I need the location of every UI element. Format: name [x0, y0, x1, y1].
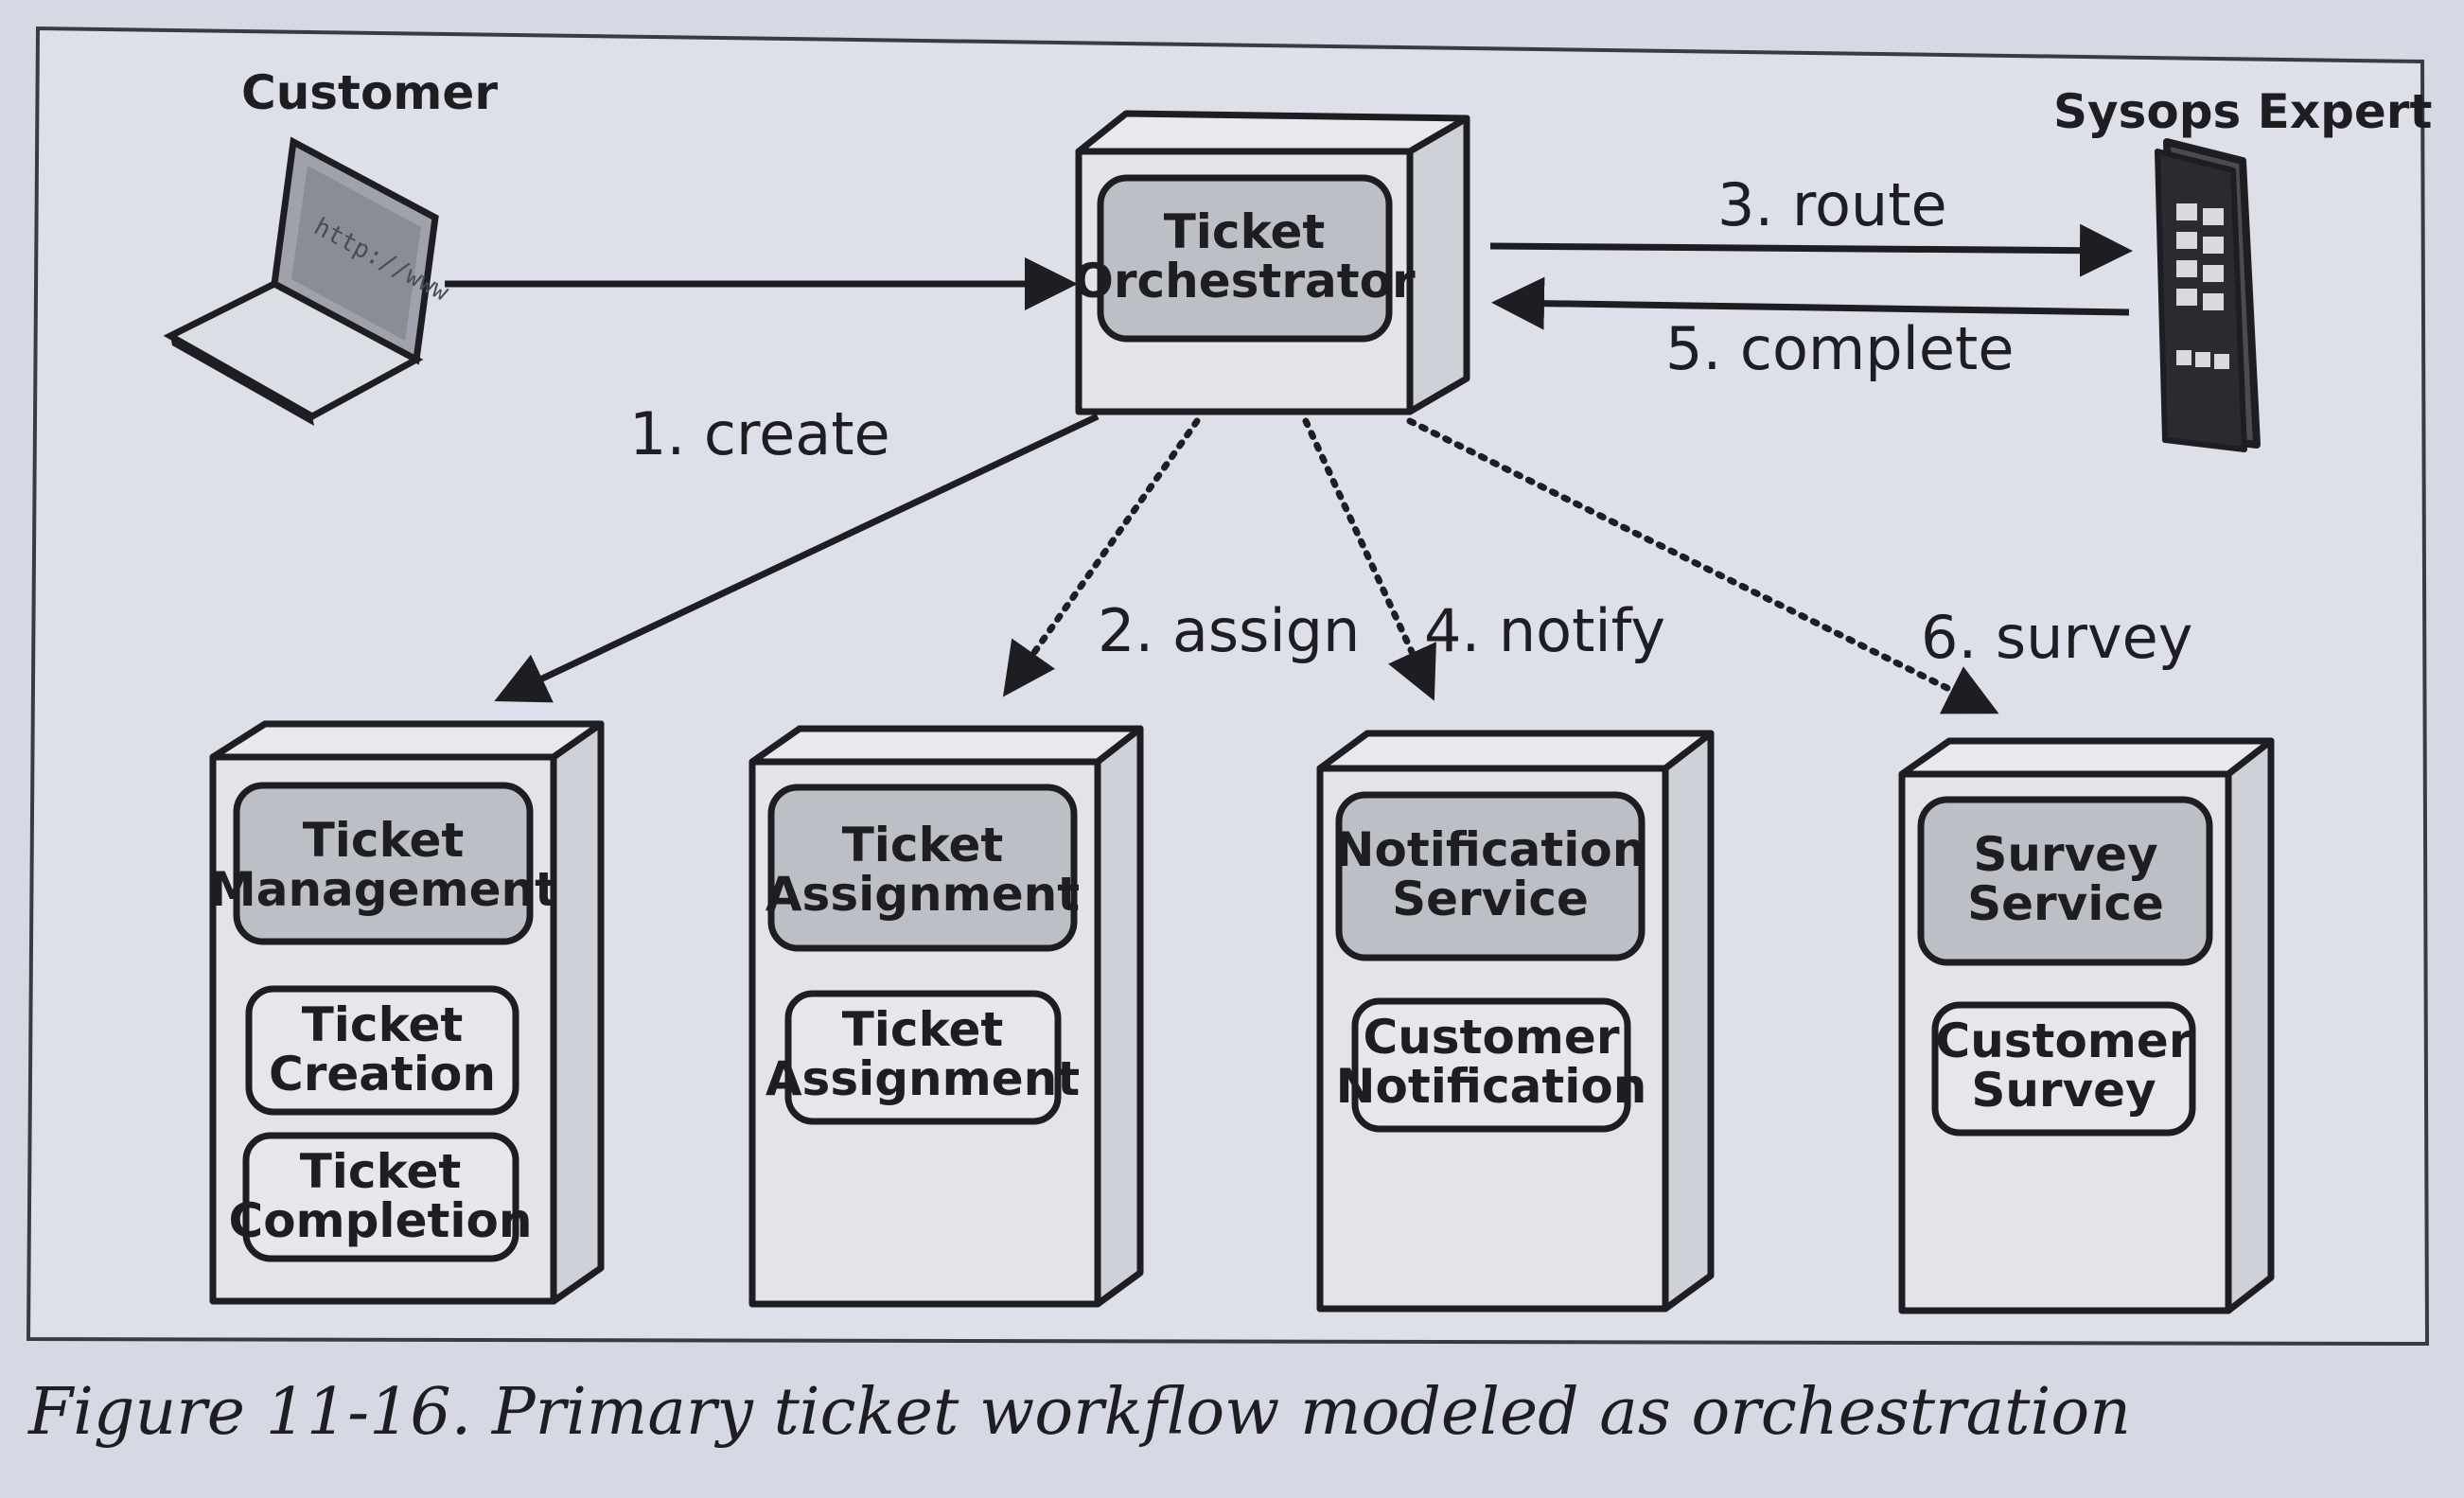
- customer-label: Customer: [241, 65, 498, 120]
- component-label-line2: Completion: [229, 1193, 533, 1248]
- component-ticket-assignment: [784, 990, 1062, 1125]
- component-customer-survey: [1931, 1001, 2196, 1137]
- component-label-line1: Ticket: [842, 1002, 1004, 1057]
- flow-label-assign: 2. assign: [1098, 596, 1360, 665]
- component-customer-notification: [1351, 997, 1631, 1133]
- service-title-line2: Service: [1392, 872, 1589, 926]
- component-label-line2: Notification: [1336, 1059, 1647, 1114]
- orchestrator-label-line2: Orchestrator: [1073, 254, 1416, 308]
- component-label-line2: Creation: [269, 1047, 496, 1101]
- service-title-line2: Assignment: [766, 867, 1080, 922]
- orchestrator-label-line1: Ticket: [1164, 204, 1326, 259]
- sysops-phone-icon: [2155, 138, 2261, 452]
- component-label-line1: Ticket: [300, 1144, 462, 1199]
- flow-label-notify: 4. notify: [1424, 596, 1665, 665]
- flow-label-complete: 5. complete: [1665, 314, 2014, 383]
- figure-caption: Figure 11-16. Primary ticket workflow mo…: [26, 1375, 2131, 1450]
- diagram-frame: [26, 26, 2430, 1347]
- sysops-label: Sysops Expert: [2053, 84, 2432, 139]
- service-title-line2: Service: [1967, 876, 2164, 931]
- component-label-line1: Customer: [1364, 1010, 1620, 1065]
- component-ticket-completion: [242, 1132, 519, 1262]
- complete-arrow: [1491, 276, 2130, 330]
- ticket-assignment-service: Ticket Assignment Ticket Assignment: [748, 725, 1144, 1308]
- customer-laptop-icon: http://www: [163, 136, 453, 426]
- ticket-management-service: Ticket Management Ticket Creation Ticket…: [209, 720, 605, 1305]
- route-arrow: [1489, 223, 2133, 277]
- service-title-line1: Survey: [1973, 827, 2157, 882]
- ticket-orchestrator-box: Ticket Orchestrator: [1073, 110, 1470, 415]
- component-label-line1: Customer: [1936, 1013, 2192, 1068]
- service-title-line1: Notification: [1335, 822, 1646, 877]
- survey-arrow: [1406, 417, 1999, 714]
- flow-label-create: 1. create: [629, 399, 890, 468]
- service-title-line1: Ticket: [303, 813, 465, 868]
- flow-label-survey: 6. survey: [1921, 603, 2192, 672]
- flow-label-route: 3. route: [1717, 170, 1947, 239]
- notification-service: Notification Service Customer Notificati…: [1316, 730, 1715, 1313]
- component-ticket-creation: [245, 985, 519, 1116]
- notify-arrow: [1302, 417, 1436, 701]
- survey-service: Survey Service Customer Survey: [1898, 737, 2275, 1314]
- create-arrow: [494, 413, 1100, 703]
- component-label-line1: Ticket: [302, 997, 464, 1052]
- assign-arrow: [1002, 417, 1201, 697]
- component-label-line2: Assignment: [766, 1051, 1080, 1106]
- service-title-line1: Ticket: [842, 818, 1004, 872]
- component-label-line2: Survey: [1971, 1063, 2156, 1118]
- service-title-line2: Management: [209, 862, 557, 917]
